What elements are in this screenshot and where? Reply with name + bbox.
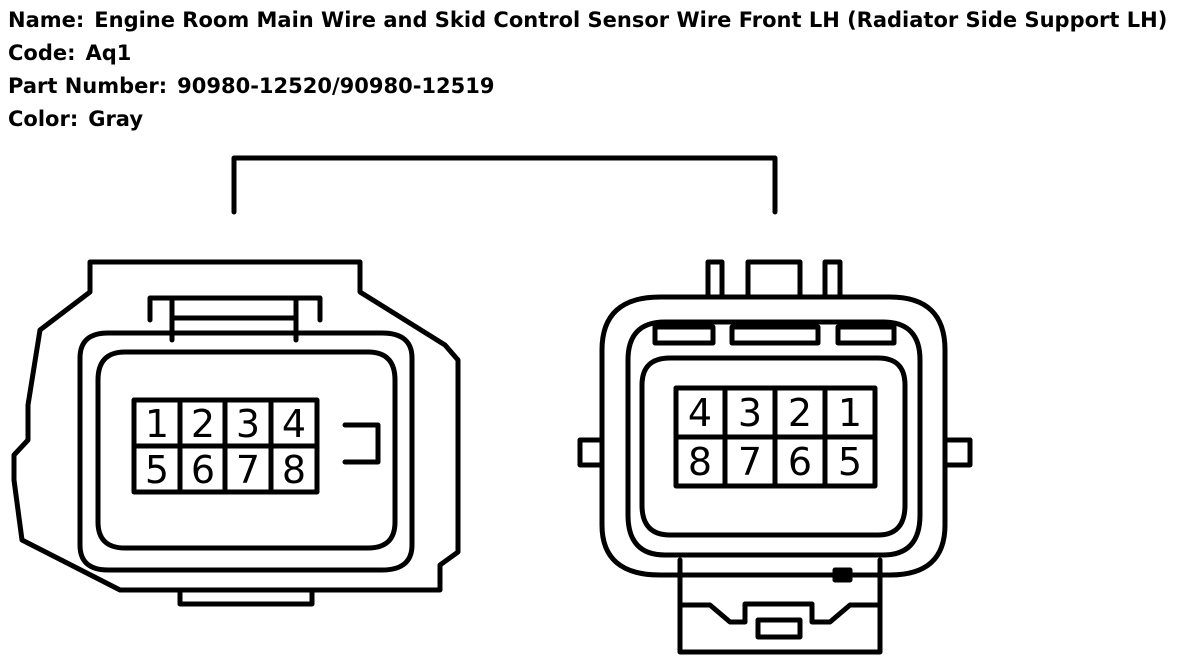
color-value: Gray: [88, 107, 144, 131]
right-connector-body: [577, 259, 973, 655]
left-pin-6-label: 6: [191, 448, 215, 492]
part-number-value: 90980-12520/90980-12519: [177, 74, 495, 98]
name-value: Engine Room Main Wire and Skid Control S…: [94, 8, 1168, 32]
code-value: Aq1: [85, 41, 132, 65]
right-pin-8-label: 8: [688, 440, 712, 484]
left-pin-3-label: 3: [236, 402, 260, 446]
left-pin-7-label: 7: [236, 448, 260, 492]
left-pin-labels: 1 2 3 4 5 6 7 8: [145, 402, 306, 492]
left-pin-2-label: 2: [191, 402, 215, 446]
color-label: Color:: [8, 107, 79, 131]
connector-info: Name: Engine Room Main Wire and Skid Con…: [8, 4, 1167, 136]
mating-bracket: [231, 155, 778, 215]
left-pin-4-label: 4: [282, 402, 306, 446]
right-pin-1-label: 1: [838, 391, 862, 435]
left-pin-5-label: 5: [145, 448, 169, 492]
name-row: Name: Engine Room Main Wire and Skid Con…: [8, 4, 1167, 37]
left-pin-8-label: 8: [282, 448, 306, 492]
right-pin-4-label: 4: [688, 391, 712, 435]
part-number-row: Part Number: 90980-12520/90980-12519: [8, 70, 1167, 103]
right-pin-5-label: 5: [838, 440, 862, 484]
right-pin-7-label: 7: [738, 440, 762, 484]
right-pin-3-label: 3: [738, 391, 762, 435]
part-number-label: Part Number:: [8, 74, 168, 98]
code-row: Code: Aq1: [8, 37, 1167, 70]
right-pin-2-label: 2: [788, 391, 812, 435]
name-label: Name:: [8, 8, 85, 32]
right-pin-labels: 4 3 2 1 8 7 6 5: [688, 391, 862, 484]
color-row: Color: Gray: [8, 103, 1167, 136]
code-label: Code:: [8, 41, 76, 65]
right-pin-6-label: 6: [788, 440, 812, 484]
left-connector-body: [11, 259, 461, 607]
left-pin-1-label: 1: [145, 402, 169, 446]
